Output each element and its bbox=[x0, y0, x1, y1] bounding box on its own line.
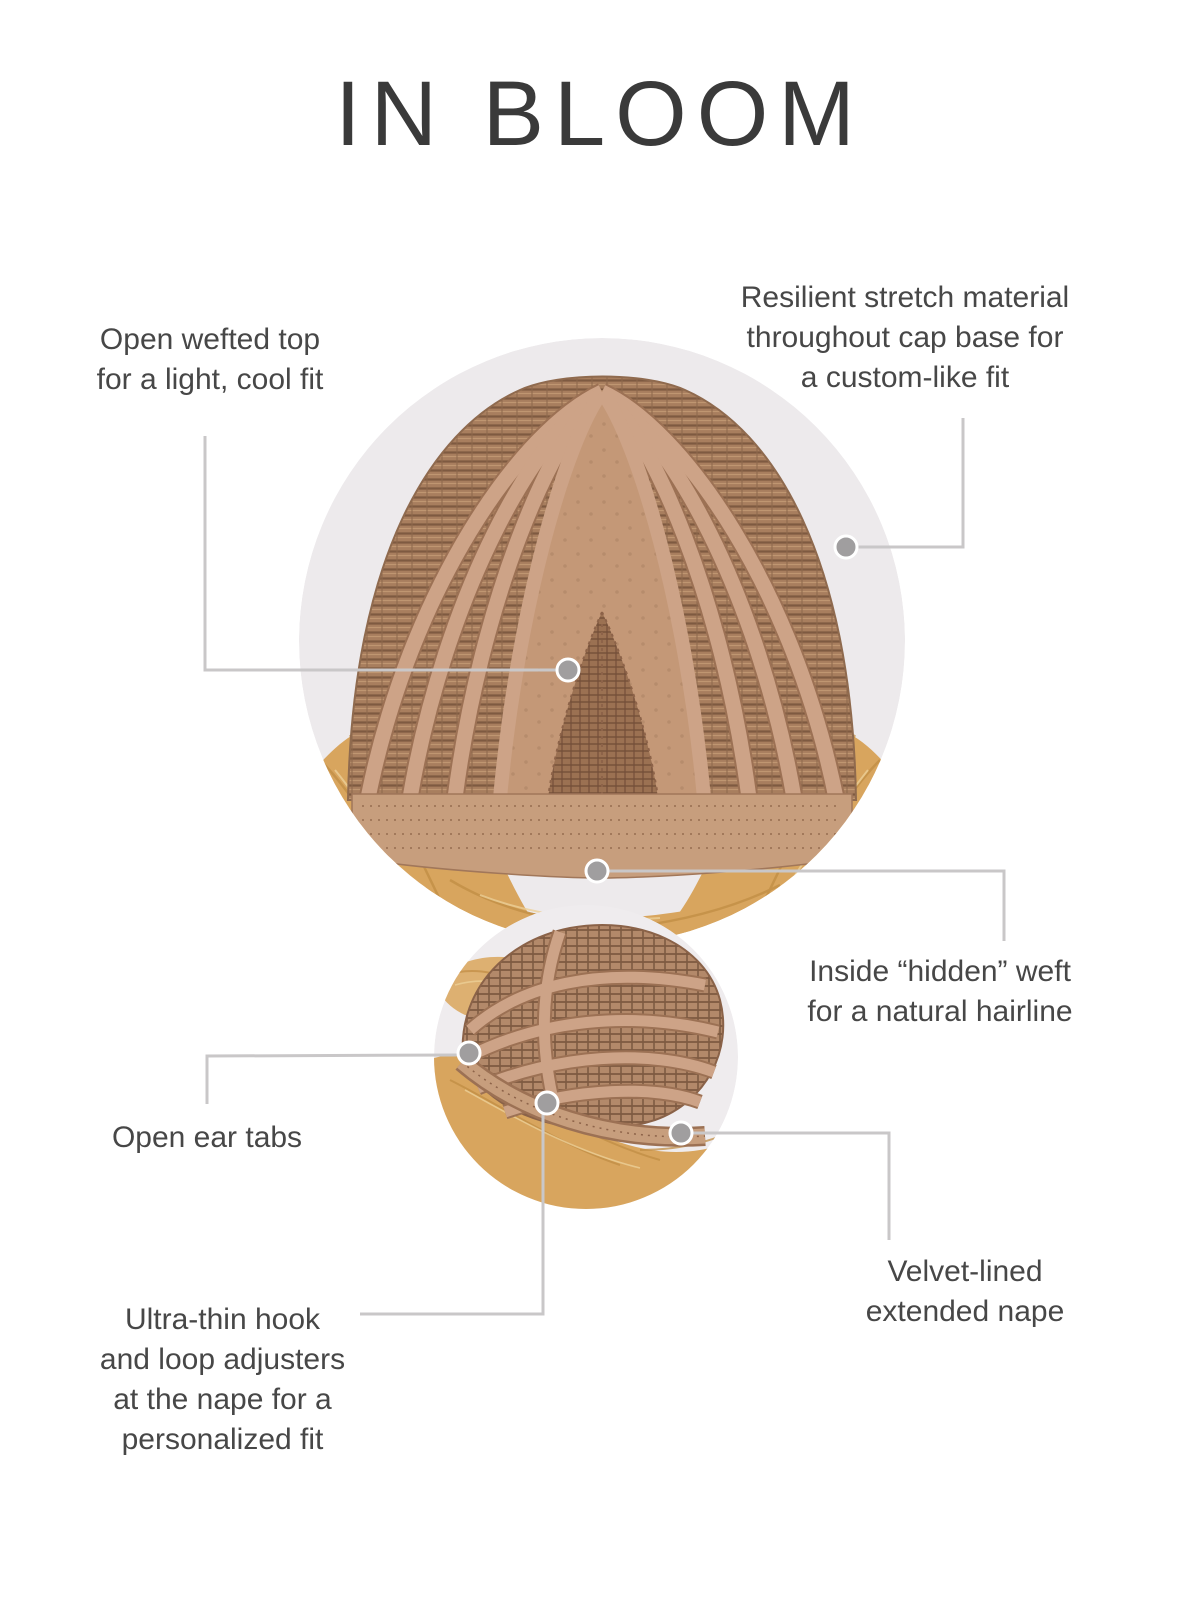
annotation-velvet-nape: Velvet-lined extended nape bbox=[865, 1255, 1065, 1328]
product-title: IN BLOOM bbox=[335, 63, 865, 165]
center-panel bbox=[498, 390, 706, 799]
annotation-hook-loop-adjusters: Ultra-thin hook and loop adjusters at th… bbox=[99, 1303, 346, 1456]
callout-dot bbox=[584, 858, 610, 884]
cap-band bbox=[351, 793, 853, 879]
callout-dot bbox=[555, 657, 581, 683]
annotation-open-wefted-top: Open wefted top for a light, cool fit bbox=[96, 323, 324, 396]
connector-line bbox=[857, 418, 965, 549]
callout-dot bbox=[456, 1040, 482, 1066]
callout-dot bbox=[534, 1090, 560, 1116]
annotation-resilient-stretch: Resilient stretch material throughout ca… bbox=[740, 281, 1070, 394]
annotation-hidden-weft: Inside “hidden” weft for a natural hairl… bbox=[807, 955, 1073, 1028]
annotation-open-ear-tabs: Open ear tabs bbox=[111, 1121, 303, 1154]
connector-line bbox=[360, 1112, 545, 1316]
callout-dot bbox=[668, 1120, 694, 1146]
connector-line bbox=[692, 1131, 891, 1240]
connector-line bbox=[205, 1053, 459, 1104]
connector-line bbox=[203, 436, 557, 672]
connector-lines bbox=[203, 418, 1006, 1316]
callout-dots bbox=[456, 534, 859, 1146]
connector-line bbox=[608, 869, 1006, 941]
extended-nape-band bbox=[455, 1054, 706, 1147]
cap-back-view bbox=[299, 338, 905, 944]
cap-nape-view bbox=[434, 905, 738, 1209]
callout-dot bbox=[833, 534, 859, 560]
panel-edge-ribbons bbox=[493, 387, 711, 799]
nape-ribbons bbox=[463, 930, 720, 1118]
